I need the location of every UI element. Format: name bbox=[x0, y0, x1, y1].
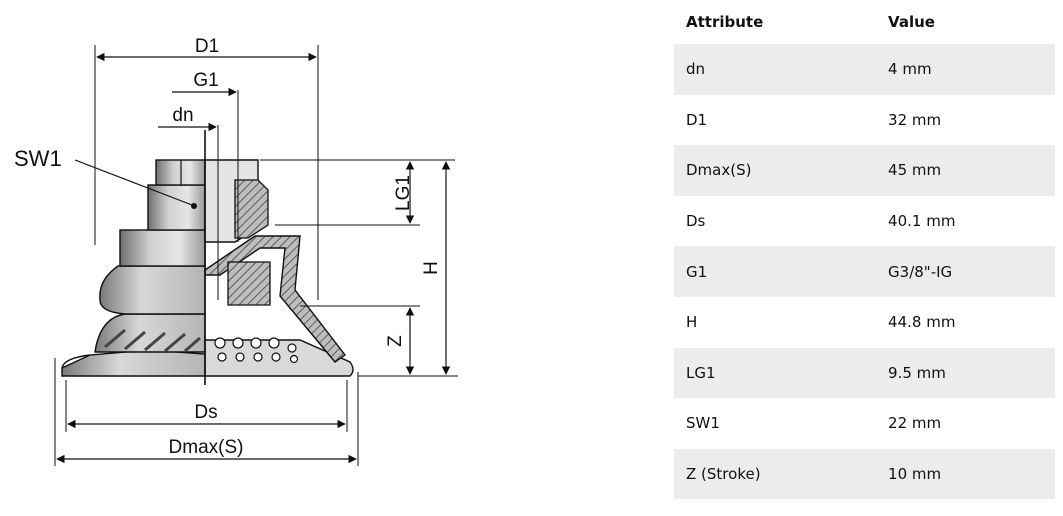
dimension-d1: D1 bbox=[94, 36, 319, 300]
header-attribute: Attribute bbox=[686, 13, 764, 31]
suction-cup-drawing: D1 G1 dn SW1 LG1 H Z Ds bbox=[14, 36, 458, 466]
cell-attribute: LG1 bbox=[686, 363, 716, 382]
label-ds: Ds bbox=[194, 402, 217, 423]
dimension-lg1: LG1 bbox=[260, 159, 455, 226]
cell-value: 45 mm bbox=[888, 161, 942, 180]
cell-attribute: D1 bbox=[686, 110, 708, 129]
cell-attribute: dn bbox=[686, 60, 706, 79]
cell-attribute: SW1 bbox=[686, 414, 720, 433]
label-dmax: Dmax(S) bbox=[169, 437, 244, 458]
cell-value: 40.1 mm bbox=[888, 212, 956, 231]
table-row: D1 32 mm bbox=[674, 94, 1055, 146]
cell-value: 9.5 mm bbox=[888, 363, 946, 382]
cell-value: G3/8"-IG bbox=[888, 262, 953, 281]
table-header-row: Attribute Value bbox=[674, 0, 1055, 44]
suction-cup-body bbox=[61, 159, 206, 377]
label-lg1: LG1 bbox=[393, 175, 414, 211]
callout-sw1: SW1 bbox=[14, 146, 197, 209]
table-row: Ds 40.1 mm bbox=[674, 195, 1055, 247]
dimension-g1: G1 bbox=[172, 70, 237, 97]
table-row: SW1 22 mm bbox=[674, 398, 1055, 449]
cell-value: 44.8 mm bbox=[888, 313, 956, 332]
header-value: Value bbox=[888, 13, 935, 31]
cell-value: 32 mm bbox=[888, 110, 942, 129]
table-row: LG1 9.5 mm bbox=[674, 347, 1055, 399]
label-sw1: SW1 bbox=[14, 146, 62, 171]
cell-attribute: Ds bbox=[686, 212, 706, 231]
cell-value: 22 mm bbox=[888, 414, 942, 433]
dimension-h: H bbox=[358, 161, 458, 377]
cell-attribute: G1 bbox=[686, 262, 708, 281]
table-row: Dmax(S) 45 mm bbox=[674, 145, 1055, 196]
label-z: Z bbox=[385, 335, 406, 347]
spec-table: Attribute Value dn 4 mm D1 32 mm Dmax(S)… bbox=[674, 0, 1055, 500]
cell-attribute: H bbox=[686, 313, 698, 332]
cell-value: 4 mm bbox=[888, 60, 932, 79]
cell-attribute: Z (Stroke) bbox=[686, 465, 761, 484]
label-h: H bbox=[421, 261, 442, 275]
table-row: Z (Stroke) 10 mm bbox=[674, 448, 1055, 500]
cell-attribute: Dmax(S) bbox=[686, 161, 752, 180]
label-d1: D1 bbox=[195, 36, 219, 57]
table-row: G1 G3/8"-IG bbox=[674, 246, 1055, 297]
dimension-ds: Ds bbox=[65, 380, 348, 432]
cell-value: 10 mm bbox=[888, 465, 942, 484]
table-row: dn 4 mm bbox=[674, 44, 1055, 95]
label-g1: G1 bbox=[193, 70, 218, 91]
dimension-z: Z bbox=[300, 305, 420, 375]
dimension-dn: dn bbox=[158, 105, 217, 132]
table-row: H 44.8 mm bbox=[674, 296, 1055, 348]
label-dn: dn bbox=[172, 105, 193, 126]
suction-cup-section bbox=[204, 159, 354, 377]
dimension-dmax: Dmax(S) bbox=[54, 358, 359, 466]
